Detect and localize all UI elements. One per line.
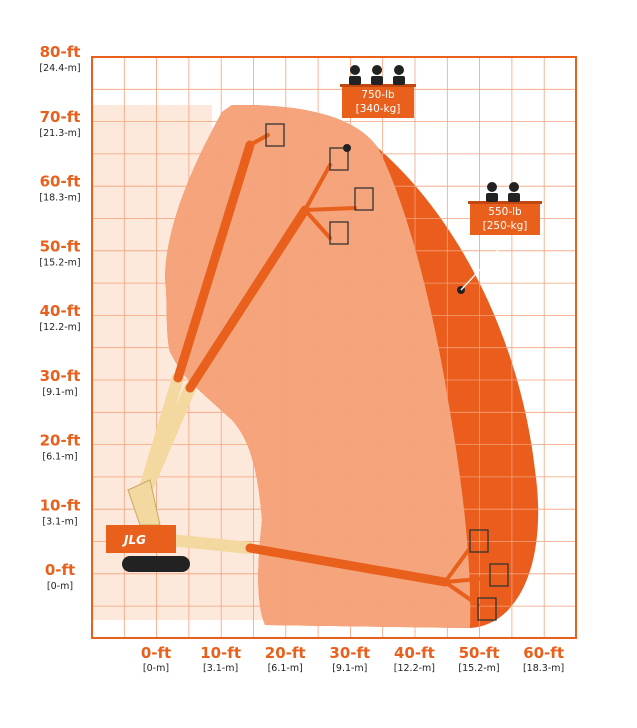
y-tick-label-ft: 30-ft [40, 367, 81, 385]
boom-upper-horizontal [245, 543, 450, 587]
platform-basket-icon [329, 147, 349, 171]
capacity-lb: 750-lb [361, 89, 395, 101]
y-tick-label-ft: 70-ft [40, 108, 81, 126]
x-tick-label-m: [0-m] [143, 663, 169, 674]
jib [248, 133, 270, 147]
platform-basket-icon [469, 529, 489, 553]
platform-basket-icon [354, 187, 374, 211]
x-tick-label-ft: 30-ft [329, 644, 370, 662]
capacity-callout-750: 750-lb [340-kg] [340, 65, 416, 118]
jib [303, 206, 357, 212]
y-tick-label-m: [0-m] [47, 581, 73, 592]
x-tick-label-m: [15.2-m] [458, 663, 499, 674]
boom-upper-raised [173, 140, 255, 383]
jib [443, 546, 472, 584]
platform-baskets [265, 123, 509, 621]
y-tick-label-m: [12.2-m] [39, 322, 80, 333]
y-tick-label-m: [6.1-m] [42, 452, 77, 463]
platform-basket-icon [489, 563, 509, 587]
callout-rail [468, 201, 542, 204]
person-icon [371, 65, 383, 85]
callout-rail [340, 84, 416, 87]
person-icon [349, 65, 361, 85]
y-axis-labels: 80-ft [24.4-m] 70-ft [21.3-m] 60-ft [18.3-m] 5… [39, 43, 80, 592]
callout-box [342, 84, 414, 118]
y-tick-label-ft: 40-ft [40, 302, 81, 320]
person-icon [508, 182, 520, 202]
y-tick-label-ft: 0-ft [45, 561, 75, 579]
jib [303, 163, 332, 212]
inner-capacity-zone [165, 104, 471, 628]
y-tick-label-m: [24.4-m] [39, 63, 80, 74]
platform-basket-icon [329, 221, 349, 245]
machine-icon: JLG [106, 479, 190, 572]
y-tick-label-ft: 60-ft [40, 173, 81, 191]
outer-zone-leader [460, 247, 501, 291]
jib [443, 576, 492, 584]
x-tick-label-ft: 10-ft [200, 644, 241, 662]
person-icon [486, 182, 498, 202]
person-icon [393, 65, 405, 85]
y-tick-label-m: [21.3-m] [39, 128, 80, 139]
y-tick-label-ft: 10-ft [40, 496, 81, 514]
machine-body [106, 525, 176, 553]
jib [443, 580, 480, 607]
x-tick-label-m: [12.2-m] [394, 663, 435, 674]
capacity-kg: [250-kg] [483, 220, 528, 232]
y-tick-label-m: [9.1-m] [42, 387, 77, 398]
y-tick-label-m: [15.2-m] [39, 257, 80, 268]
x-tick-label-m: [6.1-m] [268, 663, 303, 674]
x-axis-labels: 0-ft[0-m] 10-ft[3.1-m] 20-ft[6.1-m] 30-ft[9… [141, 644, 564, 674]
y-tick-label-ft: 80-ft [40, 43, 81, 61]
capacity-lb: 550-lb [488, 206, 522, 218]
chart-frame [91, 56, 577, 639]
x-tick-label-m: [3.1-m] [203, 663, 238, 674]
x-tick-label-m: [18.3-m] [523, 663, 564, 674]
platform-basket-icon [477, 597, 497, 621]
x-tick-label-ft: 40-ft [394, 644, 435, 662]
inner-zone-marker [343, 144, 351, 152]
machine-brand-logo: JLG [122, 533, 146, 547]
y-tick-label-m: [3.1-m] [42, 516, 77, 527]
capacity-callout-550: 550-lb [250-kg] [468, 182, 542, 235]
boom-upper-mid [185, 205, 310, 393]
x-tick-label-m: [9.1-m] [332, 663, 367, 674]
platform-basket-icon [265, 123, 285, 147]
y-tick-label-ft: 20-ft [40, 432, 81, 450]
x-tick-label-ft: 20-ft [265, 644, 306, 662]
callout-box [470, 201, 540, 235]
x-tick-label-ft: 60-ft [523, 644, 564, 662]
x-tick-label-ft: 0-ft [141, 644, 171, 662]
y-tick-label-m: [18.3-m] [39, 193, 80, 204]
y-tick-label-ft: 50-ft [40, 237, 81, 255]
capacity-kg: [340-kg] [356, 103, 401, 115]
x-tick-label-ft: 50-ft [459, 644, 500, 662]
jib [303, 208, 332, 240]
machine-tracks [122, 556, 190, 572]
